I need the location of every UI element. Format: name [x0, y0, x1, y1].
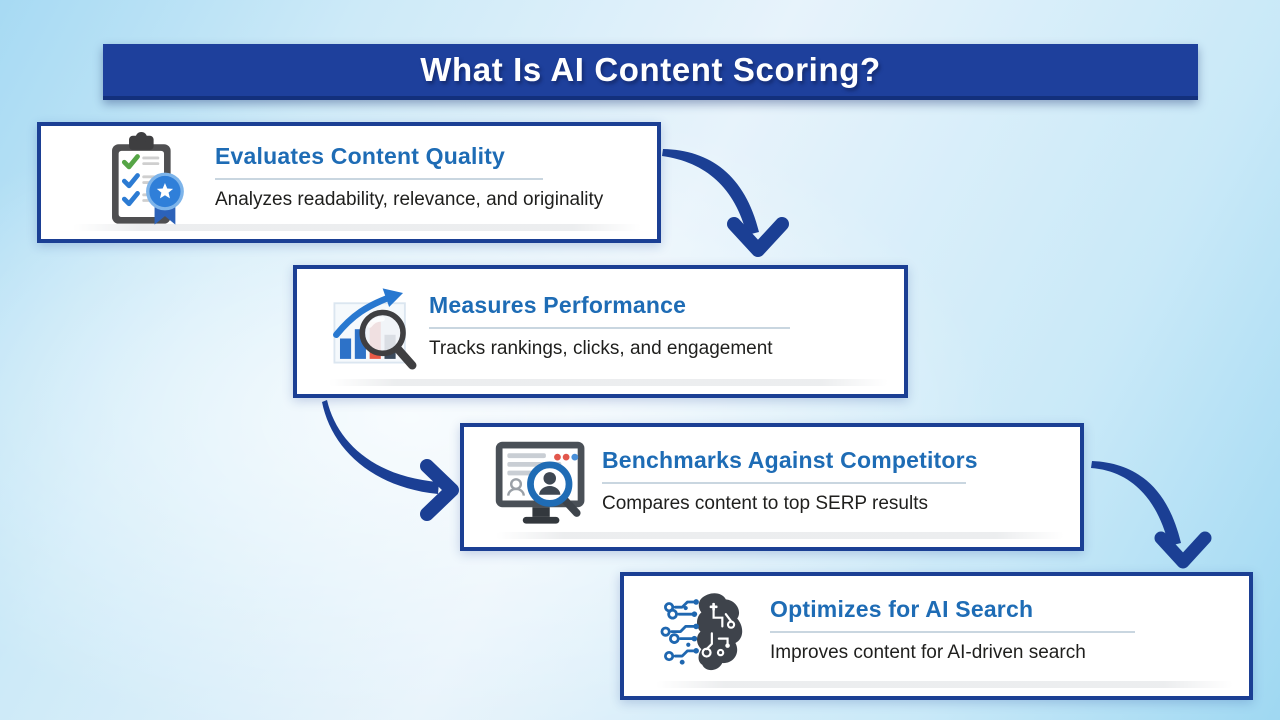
chart-magnifier-icon [327, 281, 429, 383]
card-subtitle: Compares content to top SERP results [602, 493, 928, 514]
card-bottom-shade [73, 224, 641, 231]
curved-arrow-right-2 [322, 400, 459, 521]
page-title: What Is AI Content Scoring? [420, 51, 881, 88]
curved-arrow-down-3 [1091, 461, 1212, 569]
header-banner: What Is AI Content Scoring? [103, 44, 1198, 100]
title-divider [215, 177, 543, 180]
card-title: Optimizes for AI Search [770, 596, 1034, 622]
title-divider [429, 326, 790, 329]
card-title: Measures Performance [429, 291, 687, 318]
card-bottom-shade [496, 532, 1064, 539]
clipboard-badge-icon [95, 131, 199, 235]
title-divider [770, 631, 1135, 633]
card-title: Evaluates Content Quality [215, 142, 506, 169]
monitor-search-icon [490, 434, 596, 540]
card-evaluates-content-quality: Evaluates Content Quality Analyzes reada… [37, 122, 661, 243]
card-optimizes-for-ai-search: Optimizes for AI Search Improves content… [620, 572, 1253, 700]
card-subtitle: Improves content for AI-driven search [770, 642, 1086, 663]
card-title: Benchmarks Against Competitors [602, 447, 978, 473]
card-benchmarks-against-competitors: Benchmarks Against Competitors Compares … [460, 423, 1084, 551]
ai-brain-icon [656, 588, 752, 684]
card-measures-performance: Measures Performance Tracks rankings, cl… [293, 265, 908, 398]
card-subtitle: Analyzes readability, relevance, and ori… [215, 188, 604, 210]
card-bottom-shade [329, 379, 888, 386]
card-bottom-shade [656, 681, 1233, 688]
curved-arrow-down-1 [662, 149, 789, 257]
title-divider [602, 482, 966, 484]
card-subtitle: Tracks rankings, clicks, and engagement [429, 337, 773, 359]
